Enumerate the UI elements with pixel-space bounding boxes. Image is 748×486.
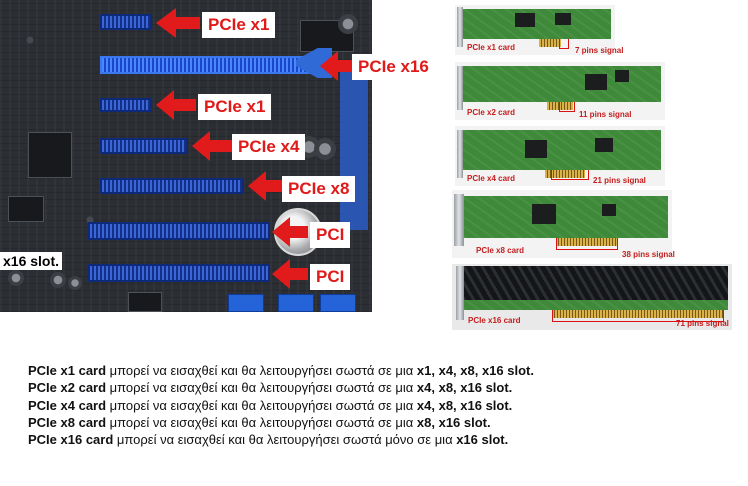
card-label-x2: PCIe x2 card — [467, 108, 516, 117]
capacitor — [50, 272, 66, 288]
description-line-x2: PCIe x2 card μπορεί να εισαχθεί και θα λ… — [28, 380, 513, 395]
callout-pci-1: PCI — [310, 222, 351, 248]
description-line-x1: PCIe x1 card μπορεί να εισαχθεί και θα λ… — [28, 363, 534, 378]
chip — [8, 196, 44, 222]
arrow-icon — [192, 131, 210, 161]
usb-header — [228, 294, 264, 312]
card-label-x1: PCIe x1 card — [467, 43, 516, 52]
description-line-x16: PCIe x16 card μπορεί να εισαχθεί και θα … — [28, 432, 509, 447]
capacitor — [68, 276, 82, 290]
pcie-x16-slot — [100, 56, 332, 74]
capacitor — [314, 138, 336, 160]
arrow-icon — [320, 51, 338, 81]
arrow-icon — [174, 99, 196, 111]
description-line-x4: PCIe x4 card μπορεί να εισαχθεί και θα λ… — [28, 398, 513, 413]
arrow-icon — [290, 226, 308, 238]
arrow-icon — [272, 217, 290, 247]
arrow-icon — [272, 259, 290, 289]
pci-slot-2 — [88, 264, 270, 282]
heatsink-stripe — [340, 70, 368, 230]
capacitor — [8, 270, 24, 286]
chip — [28, 132, 72, 178]
signal-label-x1: 7 pins signal — [575, 46, 624, 55]
pcie-x8-slot — [100, 178, 244, 194]
signal-label-x8: 38 pins signal — [622, 250, 675, 259]
arrow-icon — [266, 180, 284, 192]
card-photo-pcie-x4: PCIe x4 card 21 pins signal — [455, 126, 665, 186]
capacitor — [338, 14, 358, 34]
signal-label-x2: 11 pins signal — [579, 110, 632, 119]
arrow-icon — [156, 8, 176, 38]
card-photo-pcie-x2: PCIe x2 card 11 pins signal — [455, 62, 665, 120]
card-label-x16: PCIe x16 card — [468, 316, 521, 325]
card-label-x4: PCIe x4 card — [467, 174, 516, 183]
usb-header — [320, 294, 356, 312]
pcie-x1-slot-mid — [100, 98, 152, 112]
card-photo-pcie-x16: PCIe x16 card 71 pins signal — [452, 264, 732, 330]
arrow-icon — [176, 17, 200, 29]
card-photo-pcie-x1: PCIe x1 card 7 pins signal — [455, 5, 623, 55]
pcie-x1-slot-top — [100, 14, 152, 30]
callout-pcie-x16: PCIe x16 — [352, 54, 435, 80]
front-panel-header — [128, 292, 162, 312]
slot-note-text: x16 slot. — [0, 252, 63, 270]
description-line-x8: PCIe x8 card μπορεί να εισαχθεί και θα λ… — [28, 415, 491, 430]
arrow-icon — [210, 140, 232, 152]
callout-pcie-x4: PCIe x4 — [232, 134, 306, 160]
callout-pcie-x1-top: PCIe x1 — [202, 12, 276, 38]
signal-label-x4: 21 pins signal — [593, 176, 646, 185]
arrow-icon — [156, 90, 174, 120]
card-label-x8: PCIe x8 card — [476, 246, 525, 255]
signal-label-x16: 71 pins signal — [676, 319, 729, 328]
usb-header — [278, 294, 314, 312]
pci-slot-1 — [88, 222, 270, 240]
card-photo-pcie-x8: PCIe x8 card 38 pins signal — [452, 190, 675, 259]
callout-pcie-x1-mid: PCIe x1 — [198, 94, 272, 120]
arrow-icon — [290, 268, 308, 280]
motherboard-photo: PCIe x1 PCIe x16 PCIe x1 PCIe x4 PCIe x8… — [0, 0, 435, 312]
heatsink — [464, 266, 728, 302]
arrow-icon — [248, 171, 266, 201]
callout-pci-2: PCI — [310, 264, 351, 290]
callout-pcie-x8: PCIe x8 — [282, 176, 356, 202]
pcie-x4-slot — [100, 138, 188, 154]
arrow-icon — [338, 60, 352, 72]
